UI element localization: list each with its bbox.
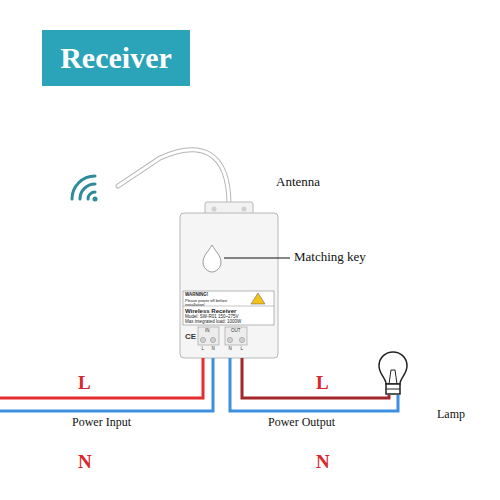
wifi-arc <box>80 184 95 199</box>
wifi-arc <box>72 176 95 199</box>
pin-name: L <box>202 347 205 352</box>
terminal-screw <box>200 337 205 342</box>
wire-letter: L <box>316 373 329 394</box>
wire-letter: L <box>78 373 91 394</box>
matching-key-button <box>203 245 221 272</box>
title-text: Receiver <box>60 41 172 75</box>
part-label: Lamp <box>437 408 465 421</box>
mounting-hole <box>212 207 217 212</box>
label-panel <box>183 291 274 325</box>
antenna-cable <box>118 150 229 205</box>
title-banner: Receiver <box>42 30 190 86</box>
warning-text: Please power off before installation! <box>185 299 231 308</box>
device-name: Wireless Receiver <box>185 308 236 315</box>
terminal-label: IN <box>205 329 210 334</box>
receiver-housing <box>180 213 278 358</box>
wifi-dot <box>93 197 98 202</box>
wire-letter: N <box>78 452 92 473</box>
pin-name: N <box>229 347 232 352</box>
terminal-block-out <box>225 327 247 345</box>
wire-letter: N <box>316 452 330 473</box>
ce-mark: CE <box>185 333 196 342</box>
wifi-icon <box>72 176 95 199</box>
terminal-label: OUT <box>231 329 241 334</box>
terminal-screw <box>239 337 244 342</box>
lamp-filament <box>389 370 397 384</box>
wire-label: Power Input <box>72 416 131 429</box>
pin-name: N <box>212 347 215 352</box>
pin-name: L <box>241 347 244 352</box>
wire-label: Power Output <box>268 416 335 429</box>
load-text: Max integrated load: 1000W <box>185 320 241 325</box>
leader-line <box>224 258 290 259</box>
lamp-base <box>386 384 400 394</box>
terminal-screw <box>210 337 215 342</box>
neutral-input-wire <box>0 358 213 411</box>
antenna-cable-edge <box>118 150 229 205</box>
live-output-wire <box>242 358 389 398</box>
mounting-hole <box>242 207 247 212</box>
live-input-wire <box>0 358 203 398</box>
terminal-block-in <box>198 327 219 345</box>
terminal-screw <box>227 337 232 342</box>
warning-text: WARNING! <box>185 293 208 298</box>
part-label: Matching key <box>294 250 366 264</box>
lamp-bulb <box>379 352 407 384</box>
warning-triangle <box>251 293 265 304</box>
part-label: Antenna <box>276 175 320 189</box>
neutral-output-wire <box>230 358 398 411</box>
lamp-thread <box>386 389 400 390</box>
